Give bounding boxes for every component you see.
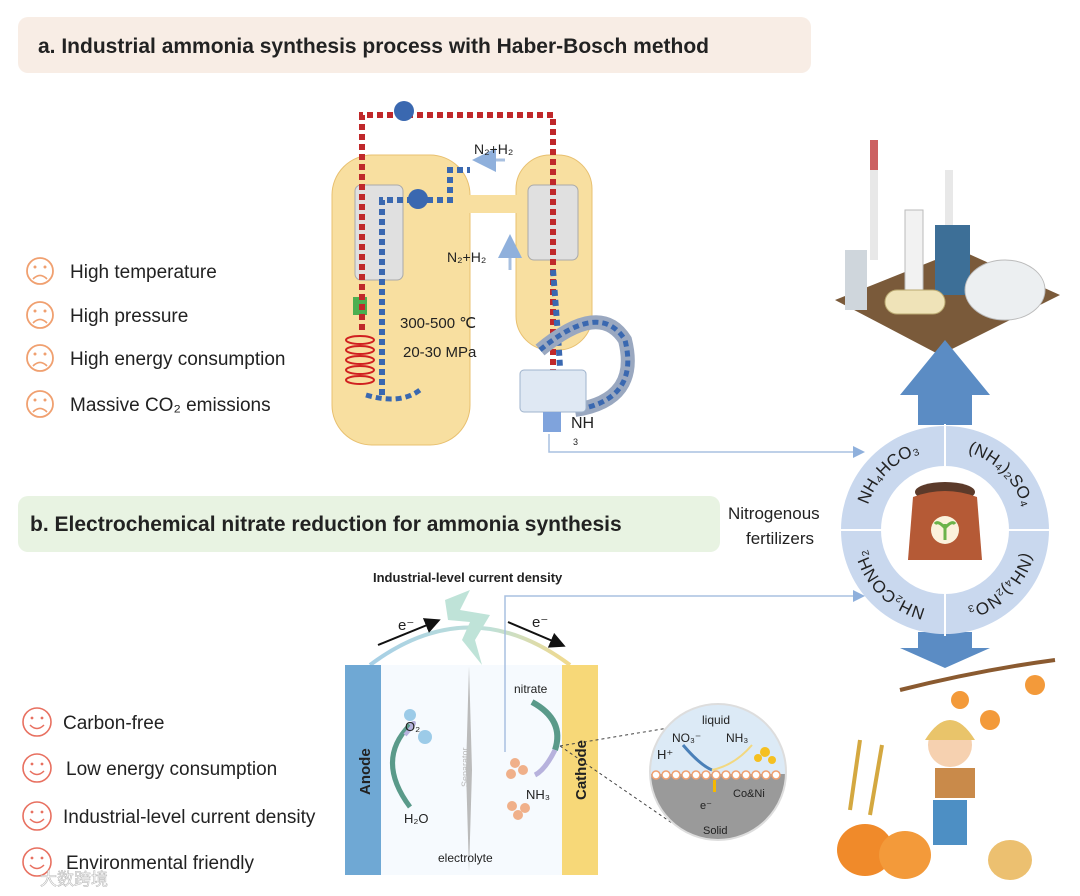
ammonia-label: NH₃ — [726, 731, 748, 745]
liquid-label: liquid — [702, 713, 730, 727]
lightning-icon — [445, 590, 490, 665]
smile-face-icon — [22, 753, 52, 783]
catalyst-label: Co&Ni — [733, 788, 765, 800]
electron-label: e⁻ — [532, 614, 548, 631]
temperature-label: 300-500 ℃ — [400, 315, 476, 332]
sad-face-icon — [26, 257, 54, 285]
advantage-item: Carbon-free — [63, 713, 164, 734]
smile-face-icon — [22, 801, 52, 831]
anode-label: Anode — [357, 748, 374, 795]
solid-label: Solid — [703, 825, 727, 837]
panel-a-title-banner: a. Industrial ammonia synthesis process … — [18, 17, 811, 73]
chemical-plant-illustration — [835, 140, 1060, 355]
product-subscript: 3 — [573, 437, 578, 447]
nitrate-ion-label: NO₃⁻ — [672, 731, 701, 745]
anode — [345, 665, 381, 875]
drawback-item: High pressure — [70, 306, 188, 327]
harvest-farmer-illustration — [837, 658, 1056, 880]
nh3-label: NH₃ — [526, 787, 550, 802]
arrow-up-icon — [900, 340, 990, 425]
sad-face-icon — [26, 344, 54, 372]
fertilizer-label: Nitrogenous — [728, 504, 820, 523]
h2o-label: H₂O — [404, 811, 429, 826]
o2-label: O₂ — [405, 719, 420, 734]
fertilizer-ring: NH₄HCO₃ (NH₄)₂SO₄ (NH₄)₂NO₃ NH₂CONH₂ — [839, 424, 1051, 636]
product-label: NH — [571, 415, 594, 432]
nitrate-label: nitrate — [514, 682, 548, 696]
advantage-item: Industrial-level current density — [63, 807, 316, 828]
smile-face-icon — [22, 847, 52, 877]
advantage-item: Environmental friendly — [66, 853, 254, 874]
arrow-down-icon — [900, 632, 990, 668]
drawback-item: High energy consumption — [70, 349, 285, 370]
panel-b-title-banner: b. Electrochemical nitrate reduction for… — [18, 496, 720, 552]
electrolyte-label: electrolyte — [438, 851, 493, 865]
cathode-label: Cathode — [573, 740, 590, 800]
smile-face-icon — [22, 707, 52, 737]
panel-a-title: a. Industrial ammonia synthesis process … — [38, 35, 709, 58]
electron-arrow — [377, 618, 441, 646]
watermark: 大数跨境 — [40, 870, 108, 889]
pressure-label: 20-30 MPa — [403, 344, 477, 361]
cathode — [562, 665, 598, 875]
separator-label: Separator — [460, 747, 470, 787]
separator — [466, 666, 472, 872]
sad-face-icon — [26, 390, 54, 418]
advantage-list: Carbon-free Low energy consumption Indus… — [22, 707, 316, 877]
proton-label: H⁺ — [657, 747, 673, 762]
feed-gas-label: N₂+H₂ — [447, 249, 486, 265]
feed-gas-label: N₂+H₂ — [474, 141, 513, 157]
panel-b-title: b. Electrochemical nitrate reduction for… — [30, 513, 622, 536]
fertilizer-bag-icon — [908, 482, 982, 560]
electron-label: e⁻ — [398, 617, 414, 634]
drawback-item: Massive CO₂ emissions — [70, 395, 271, 416]
electron-arrow — [507, 621, 566, 648]
electrochemical-cell — [345, 590, 865, 875]
drawback-list: High temperature High pressure High ener… — [26, 257, 285, 418]
drawback-item: High temperature — [70, 262, 217, 283]
sad-face-icon — [26, 301, 54, 329]
inset-electron-label: e⁻ — [700, 800, 712, 812]
haber-bosch-reactor — [331, 101, 865, 458]
advantage-item: Low energy consumption — [66, 759, 277, 780]
fertilizer-label: fertilizers — [746, 529, 814, 548]
current-density-label: Industrial-level current density — [373, 570, 563, 585]
